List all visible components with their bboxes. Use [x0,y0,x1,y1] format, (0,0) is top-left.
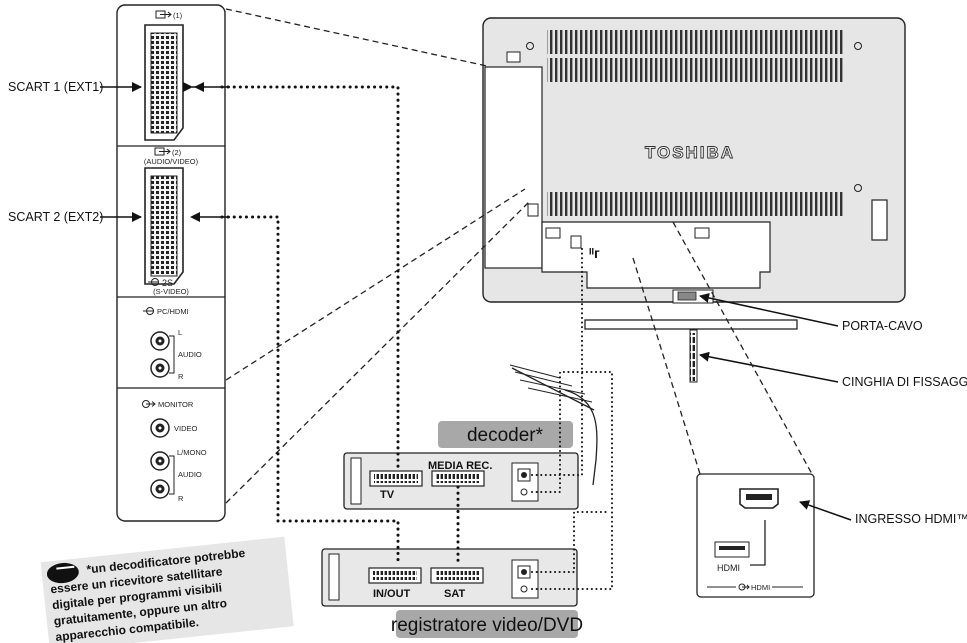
fixing-strap [689,329,698,383]
scart1-label: SCART 1 (EXT1) [8,80,103,94]
hdmi-port[interactable] [739,488,779,509]
input1-label: (1) [173,11,183,20]
decoder-tv-label: TV [380,489,395,501]
output-arrow-icon [142,400,156,408]
monitor-audio-l-jack[interactable] [150,451,170,471]
connector-panel: (1) (2) (AUDIO/VIDEO) 2S (S-VIDEO) PC/HD… [116,4,226,522]
l-mono-label: L/MONO [177,448,207,457]
recorder-in-out-label: IN/OUT [373,588,411,600]
input-arrow-icon [154,147,171,156]
monitor-audio-r-jack[interactable] [150,479,170,499]
antenna-icon [509,364,598,486]
hdmi-input-box: HDMI HDMI [696,473,815,598]
input-2s-label: 2S [162,278,173,288]
scart-cables [183,82,460,567]
tv-brand-logo: TOSHIBA [645,143,735,162]
pc-audio-r-jack[interactable] [150,358,170,378]
input-arrow-icon [155,10,172,19]
output-arrow-icon [738,583,750,591]
input2-label: (2) [172,148,182,157]
decoder-media-rec-scart[interactable] [431,470,485,487]
tr-mark-icon: ᴵᴵᴦ [589,245,600,261]
footnote: *un decodificatore potrebbe essere un ri… [40,536,294,643]
scart1-connector[interactable] [144,24,184,141]
decoder-tv-scart[interactable] [369,470,423,487]
audio-video-label: (AUDIO/VIDEO) [144,157,199,166]
scart2-label: SCART 2 (EXT2) [8,210,103,224]
decoder-device: decoder* TV MEDIA REC. [343,421,579,510]
ingresso-hdmi-label: INGRESSO HDMI™ [855,512,967,526]
monitor-label: MONITOR [158,400,194,409]
recorder-banner: registratore video/DVD [391,615,583,636]
input-arrow-icon [148,278,159,286]
tv-back: ᴵᴵᴦ TOSHIBA [482,17,906,303]
monitor-audio-label: AUDIO [178,470,202,479]
s-video-label: (S-VIDEO) [153,287,189,296]
recorder-device: IN/OUT SAT registratore video/DVD [321,548,583,638]
audio-r-label: R [178,372,184,381]
scart2-connector[interactable] [144,167,184,285]
pointing-hand-icon [46,562,79,584]
monitor-video-label: VIDEO [174,424,198,433]
pc-hdmi-label: PC/HDMI [157,307,189,316]
decoder-banner: decoder* [467,425,544,446]
antenna-cables [531,245,613,590]
audio-l-label: L [178,328,182,337]
decoder-media-rec-label: MEDIA REC. [428,460,492,472]
hdmi-port-label: HDMI [717,563,740,573]
cinghia-label: CINGHIA DI FISSAGGIO [842,375,967,389]
audio-label: AUDIO [178,350,202,359]
recorder-sat-label: SAT [444,588,465,600]
recorder-in-out-scart[interactable] [368,567,422,584]
monitor-r-label: R [178,494,184,503]
input-arrow-icon [143,307,154,315]
zoom-lines [225,8,813,504]
hdmi-footer-label: HDMI [751,583,770,592]
porta-cavo-label: PORTA-CAVO [842,319,923,333]
recorder-sat-scart[interactable] [430,567,484,584]
pc-audio-l-jack[interactable] [150,331,170,351]
monitor-video-jack[interactable] [150,418,170,438]
